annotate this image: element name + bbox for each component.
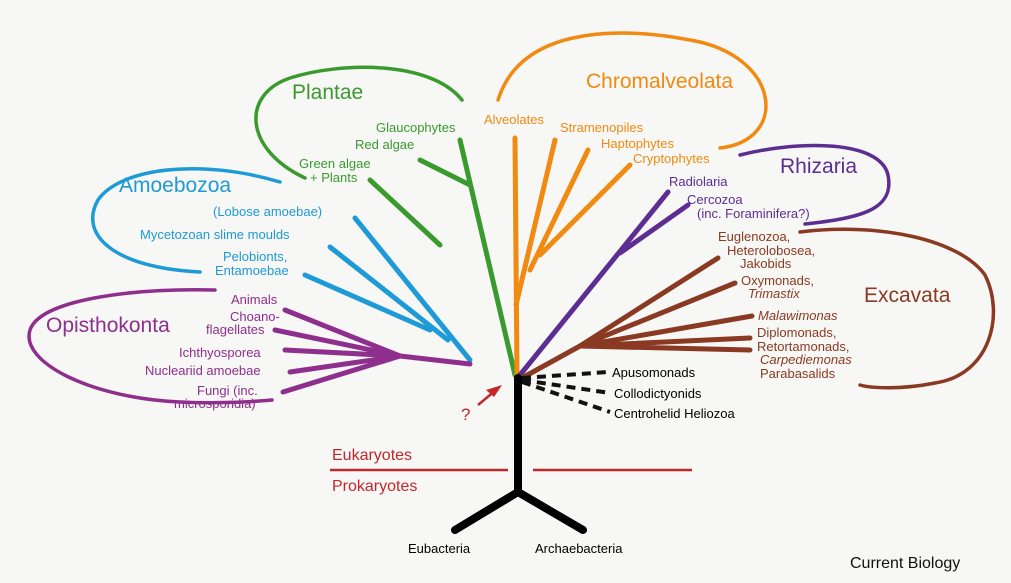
eukaryotes-label: Eukaryotes xyxy=(332,447,412,464)
unplaced-item-centrohelid: Centrohelid Heliozoa xyxy=(614,406,735,421)
chromalveolata-title: Chromalveolata xyxy=(586,70,733,93)
opisthokonta-item-animals: Animals xyxy=(231,292,278,307)
rhizaria-outline xyxy=(738,143,891,226)
opisthokonta-item-nucleariid: Nucleariid amoebae xyxy=(145,363,261,378)
plantae-item-red-algae: Red algae xyxy=(355,137,414,152)
opisthokonta-item-flagellates: flagellates xyxy=(206,322,265,337)
amoebozoa-item-pelobionts: Pelobionts, xyxy=(223,249,287,264)
amoebozoa-item-entamoebae: Entamoebae xyxy=(215,263,289,278)
opisthokonta-outline xyxy=(27,288,274,405)
excavata-item-euglenozoa: Euglenozoa, xyxy=(718,229,790,244)
excavata-item-retortamonads: Retortamonads, xyxy=(757,339,850,354)
excavata-item-trimastix: Trimastix xyxy=(748,286,800,301)
plantae-outline xyxy=(254,65,464,180)
plantae-item-plants: + Plants xyxy=(310,170,358,185)
chromalveolata-item-alveolates: Alveolates xyxy=(484,112,544,127)
chromalveolata-item-stramenopiles: Stramenopiles xyxy=(560,120,644,135)
plantae-item-glaucophytes: Glaucophytes xyxy=(376,120,456,135)
excavata-item-heterolobosea: Heterolobosea, xyxy=(727,243,815,258)
excavata-outline xyxy=(798,227,996,390)
plantae-item-green-algae: Green algae xyxy=(299,156,371,171)
plantae-branches xyxy=(367,137,518,378)
opisthokonta-item-microsporidia: microsporidia) xyxy=(174,396,256,411)
opisthokonta-branches xyxy=(272,307,473,395)
amoebozoa-branches xyxy=(302,215,473,363)
eubacteria-label: Eubacteria xyxy=(408,541,471,556)
excavata-title: Excavata xyxy=(864,284,951,307)
archaebacteria-label: Archaebacteria xyxy=(535,541,623,556)
excavata-item-malawimonas: Malawimonas xyxy=(758,308,838,323)
excavata-item-jakobids: Jakobids xyxy=(740,256,792,271)
unplaced-item-apusomonads: Apusomonads xyxy=(612,365,696,380)
rhizaria-item-cercozoa: Cercozoa xyxy=(687,192,743,207)
prokaryotes-label: Prokaryotes xyxy=(332,478,417,495)
opisthokonta-item-ichthyosporea: Ichthyosporea xyxy=(179,345,261,360)
opisthokonta-title: Opisthokonta xyxy=(46,314,170,337)
excavata-branches xyxy=(519,255,755,381)
plantae-title: Plantae xyxy=(292,81,363,104)
root-question-mark: ? xyxy=(461,405,470,424)
opisthokonta-item-choano: Choano- xyxy=(230,309,280,324)
rhizaria-item-radiolaria: Radiolaria xyxy=(669,174,728,189)
chromalveolata-item-haptophytes: Haptophytes xyxy=(601,136,674,151)
amoebozoa-item-mycetozoan: Mycetozoan slime moulds xyxy=(140,227,290,242)
amoebozoa-title: Amoebozoa xyxy=(119,174,231,197)
source-label: Current Biology xyxy=(850,555,960,572)
amoebozoa-item-lobose-amoebae: (Lobose amoebae) xyxy=(213,204,322,219)
excavata-item-parabasalids: Parabasalids xyxy=(760,366,836,381)
rhizaria-item-foraminifera: (inc. Foraminifera?) xyxy=(697,206,810,221)
opisthokonta-item-fungi: Fungi (inc. xyxy=(197,383,258,398)
chromalveolata-outline xyxy=(496,31,768,150)
root-arrow xyxy=(477,385,502,406)
unplaced-branches xyxy=(521,370,611,414)
rhizaria-branches xyxy=(517,189,691,378)
chromalveolata-item-cryptophytes: Cryptophytes xyxy=(633,151,710,166)
chromalveolata-branches xyxy=(512,135,633,378)
excavata-item-carpediemonas: Carpediemonas xyxy=(760,352,852,367)
excavata-item-oxymonads: Oxymonads, xyxy=(741,273,814,288)
trunk xyxy=(451,374,587,534)
amoebozoa-outline xyxy=(91,167,282,274)
rhizaria-title: Rhizaria xyxy=(780,155,857,178)
unplaced-item-collodictyonids: Collodictyonids xyxy=(614,386,702,401)
excavata-item-diplomonads: Diplomonads, xyxy=(757,325,837,340)
